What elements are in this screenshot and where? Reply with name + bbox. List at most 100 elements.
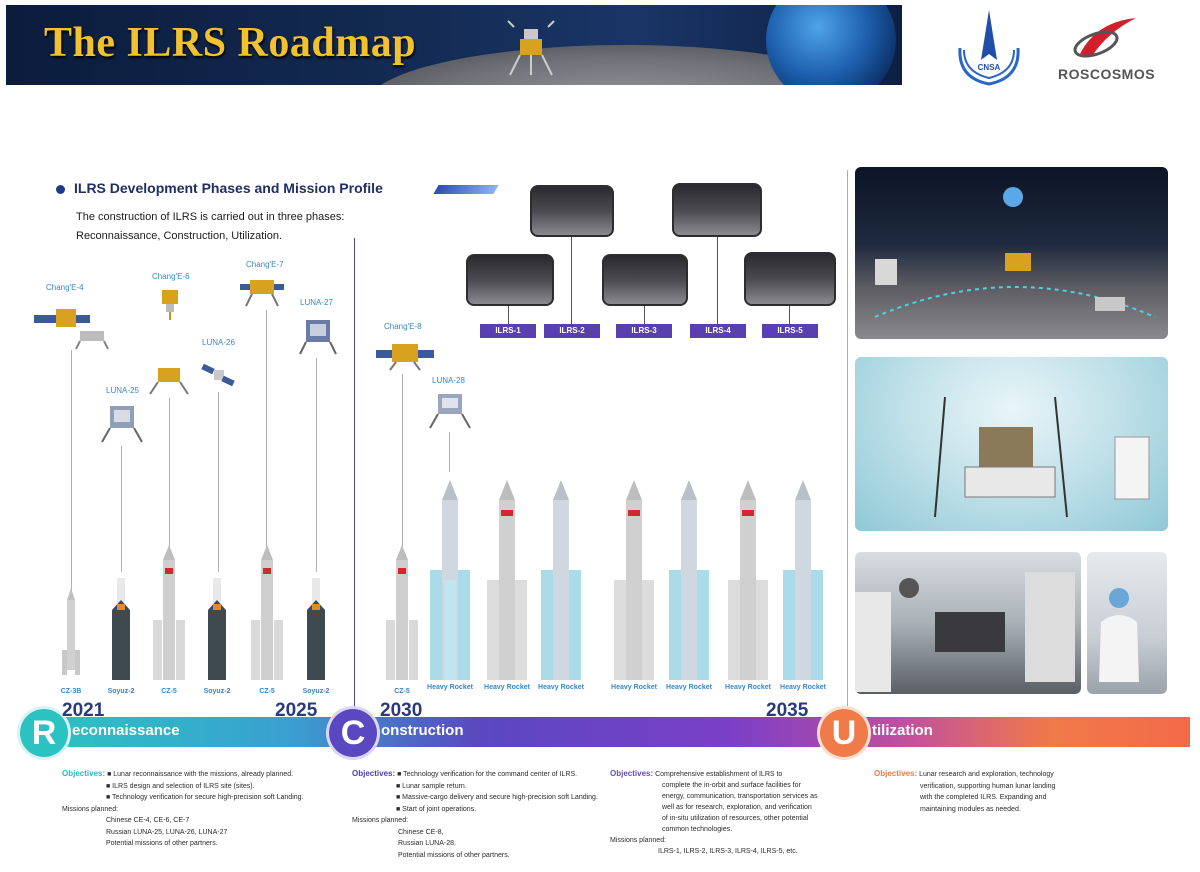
year-label: 2025: [275, 700, 318, 721]
change6-probe-icon: [162, 290, 178, 320]
phase-c-circle: C: [329, 709, 377, 757]
ilrs-station-image: [466, 254, 554, 306]
objectives-label: Objectives:: [874, 769, 918, 778]
rocket-cz5: [251, 545, 283, 680]
trajectory-line: [449, 432, 450, 472]
rocket-cz5: [153, 545, 185, 680]
rocket-label: Soyuz-2: [203, 688, 231, 695]
intro-line: The construction of ILRS is carried out …: [76, 211, 345, 223]
phase-divider: [847, 170, 848, 710]
change8-label: Chang'E-8: [384, 322, 422, 331]
objective-line: common technologies.: [662, 826, 733, 833]
objective-line: ■ Lunar sample return.: [396, 782, 467, 790]
laboratory-photo: [855, 552, 1081, 694]
luna28-lander-icon: [429, 394, 471, 429]
objective-line: ■ Technology verification for secure hig…: [106, 794, 304, 801]
mission-line: Russian LUNA-25, LUNA-26, LUNA-27: [106, 828, 228, 836]
change4-label: Chang'E-4: [46, 283, 84, 292]
objective-line: verification, supporting human lunar lan…: [920, 782, 1056, 790]
lander-icon: [507, 20, 555, 76]
scientist-photo: [1087, 552, 1167, 694]
ilrs-station-label: ILRS-5: [762, 324, 818, 338]
page-title: The ILRS Roadmap: [44, 20, 417, 66]
trajectory-line: [71, 350, 72, 600]
utilization-objectives: Objectives: Lunar research and explorati…: [874, 768, 1094, 815]
year-label: 2021: [62, 700, 105, 721]
objective-line: ■ Technology verification for the comman…: [397, 771, 578, 778]
missions-label: Missions planned:: [352, 817, 409, 824]
bullet-icon: [56, 185, 65, 194]
luna26-orbiter-icon: [201, 363, 235, 387]
ilrs-station-label: ILRS-2: [544, 324, 600, 338]
objectives-label: Objectives:: [62, 769, 106, 778]
objective-line: well as for research, exploration, and v…: [662, 804, 812, 811]
rocket-label: Heavy Rocket: [725, 684, 771, 691]
objective-line: ■ Massive-cargo delivery and secure high…: [396, 794, 598, 801]
rocket-label: Heavy Rocket: [484, 684, 530, 691]
ilrs-station-label: ILRS-3: [616, 324, 672, 338]
change6-label: Chang'E-6: [152, 272, 190, 281]
rocket-heavy-angara: [669, 480, 709, 680]
roscosmos-logo-icon: [1073, 18, 1136, 58]
timeline-bar: [40, 717, 1190, 747]
objective-line: energy, communication, transportation se…: [662, 793, 818, 800]
section-header: ILRS Development Phases and Mission Prof…: [56, 180, 506, 200]
objective-line: ■ Lunar reconnaissance with the missions…: [107, 771, 294, 778]
ilrs-station-image: [530, 185, 614, 237]
rocket-heavy-angara: [541, 480, 581, 680]
objectives-label: Objectives:: [610, 769, 654, 778]
phase-divider: [354, 238, 355, 710]
lander-test-icon: [934, 396, 1150, 518]
change8-probe-icon: [376, 344, 434, 371]
intro-text: The construction of ILRS is carried out …: [76, 208, 376, 246]
mission-line: Chinese CE-8,: [398, 828, 444, 836]
ilrs-station-label: ILRS-1: [480, 324, 536, 338]
objectives-label: Objectives:: [352, 769, 396, 778]
cnsa-logo-icon: CNSA: [958, 10, 1020, 86]
connector-line: [717, 237, 718, 324]
test-chamber-photo: [855, 357, 1168, 531]
connector-line: [644, 306, 645, 324]
rocket-label: Heavy Rocket: [666, 684, 712, 691]
year-label: 2035: [766, 700, 809, 721]
rocket-soyuz2: [208, 578, 226, 680]
luna25-label: LUNA-25: [106, 386, 139, 395]
rocket-heavy-cz: [614, 480, 654, 680]
year-label: 2030: [380, 700, 423, 721]
rocket-heavy-cz: [487, 480, 527, 680]
rocket-heavy-angara: [430, 480, 470, 680]
objective-line: complete the in-orbit and surface facili…: [662, 782, 801, 789]
phase-u-name: tilization: [872, 722, 933, 739]
trajectory-line: [266, 310, 267, 550]
rocket-cz3b: [62, 588, 80, 675]
ilrs-station-image: [672, 183, 762, 237]
change7-label: Chang'E-7: [246, 260, 284, 269]
ilrs-station-image: [744, 252, 836, 306]
svg-text:CNSA: CNSA: [978, 63, 1001, 72]
change7-probe-icon: [240, 280, 284, 307]
phase-u-circle: U: [820, 709, 868, 757]
trajectory-line: [218, 392, 219, 572]
trajectory-line: [169, 398, 170, 548]
missions-label: Missions planned:: [62, 805, 119, 813]
rocket-label: Heavy Rocket: [780, 684, 826, 691]
rocket-soyuz2: [112, 578, 130, 680]
rocket-label: Soyuz-2: [107, 688, 135, 695]
ilrs-station-image: [602, 254, 688, 306]
change4-probe-icon: [34, 309, 109, 350]
rocket-soyuz2: [307, 578, 325, 680]
lunar-base-icon: [874, 187, 1156, 318]
rocket-label: Heavy Rocket: [611, 684, 657, 691]
luna25-lander-icon: [101, 406, 143, 443]
trajectory-line: [121, 446, 122, 572]
mission-line: Chinese CE-4, CE-6, CE-7: [106, 817, 190, 824]
earth-image: [766, 5, 896, 85]
objective-line: maintaining modules as needed.: [920, 805, 1021, 813]
luna26-label: LUNA-26: [202, 338, 235, 347]
rocket-cz5: [386, 545, 418, 680]
objective-line: of in-situ utilization of resources, oth…: [662, 815, 809, 822]
rocket-heavy-cz: [728, 480, 768, 680]
comprehensive-objectives: Objectives: Comprehensive establishment …: [610, 768, 840, 857]
trajectory-line: [316, 358, 317, 572]
objective-line: with the completed ILRS. Expanding and: [920, 794, 1047, 801]
